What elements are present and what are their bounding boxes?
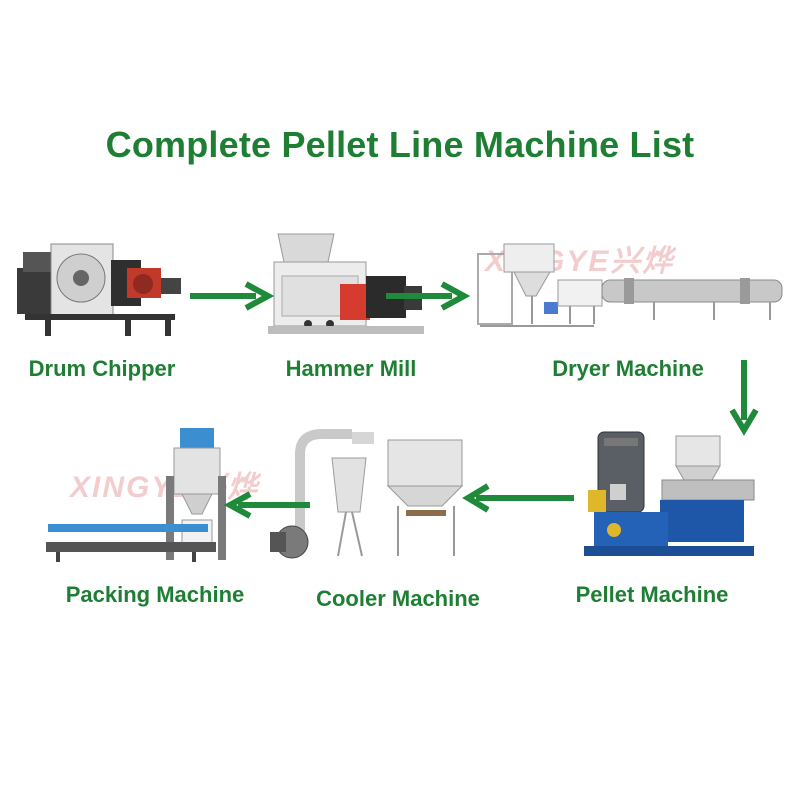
machine-label-pellet-machine: Pellet Machine <box>575 582 729 607</box>
flow-arrow-icon <box>729 360 759 436</box>
flow-arrow-icon <box>223 491 310 519</box>
flow-arrow-icon <box>190 281 275 311</box>
watermark-logo-bottom: XINGYE兴烨 <box>70 462 259 506</box>
page-title: Complete Pellet Line Machine List <box>105 124 695 165</box>
machine-label-hammer-mill: Hammer Mill <box>285 356 417 381</box>
cooler-machine-image <box>270 429 464 559</box>
pellet-machine-image <box>584 431 755 556</box>
drum-chipper-image <box>17 243 181 336</box>
flow-arrow-icon <box>462 483 574 513</box>
machine-label-packing-machine: Packing Machine <box>65 582 245 607</box>
packing-machine-image <box>46 428 226 562</box>
hammer-mill-image <box>268 233 424 334</box>
machine-label-dryer-machine: Dryer Machine <box>552 356 704 381</box>
flow-arrow-icon <box>386 281 471 311</box>
machine-label-cooler-machine: Cooler Machine <box>316 586 480 611</box>
machine-label-drum-chipper: Drum Chipper <box>28 356 176 381</box>
watermark-text: XINGYE兴烨 <box>70 471 260 504</box>
dryer-machine-image <box>477 243 783 327</box>
